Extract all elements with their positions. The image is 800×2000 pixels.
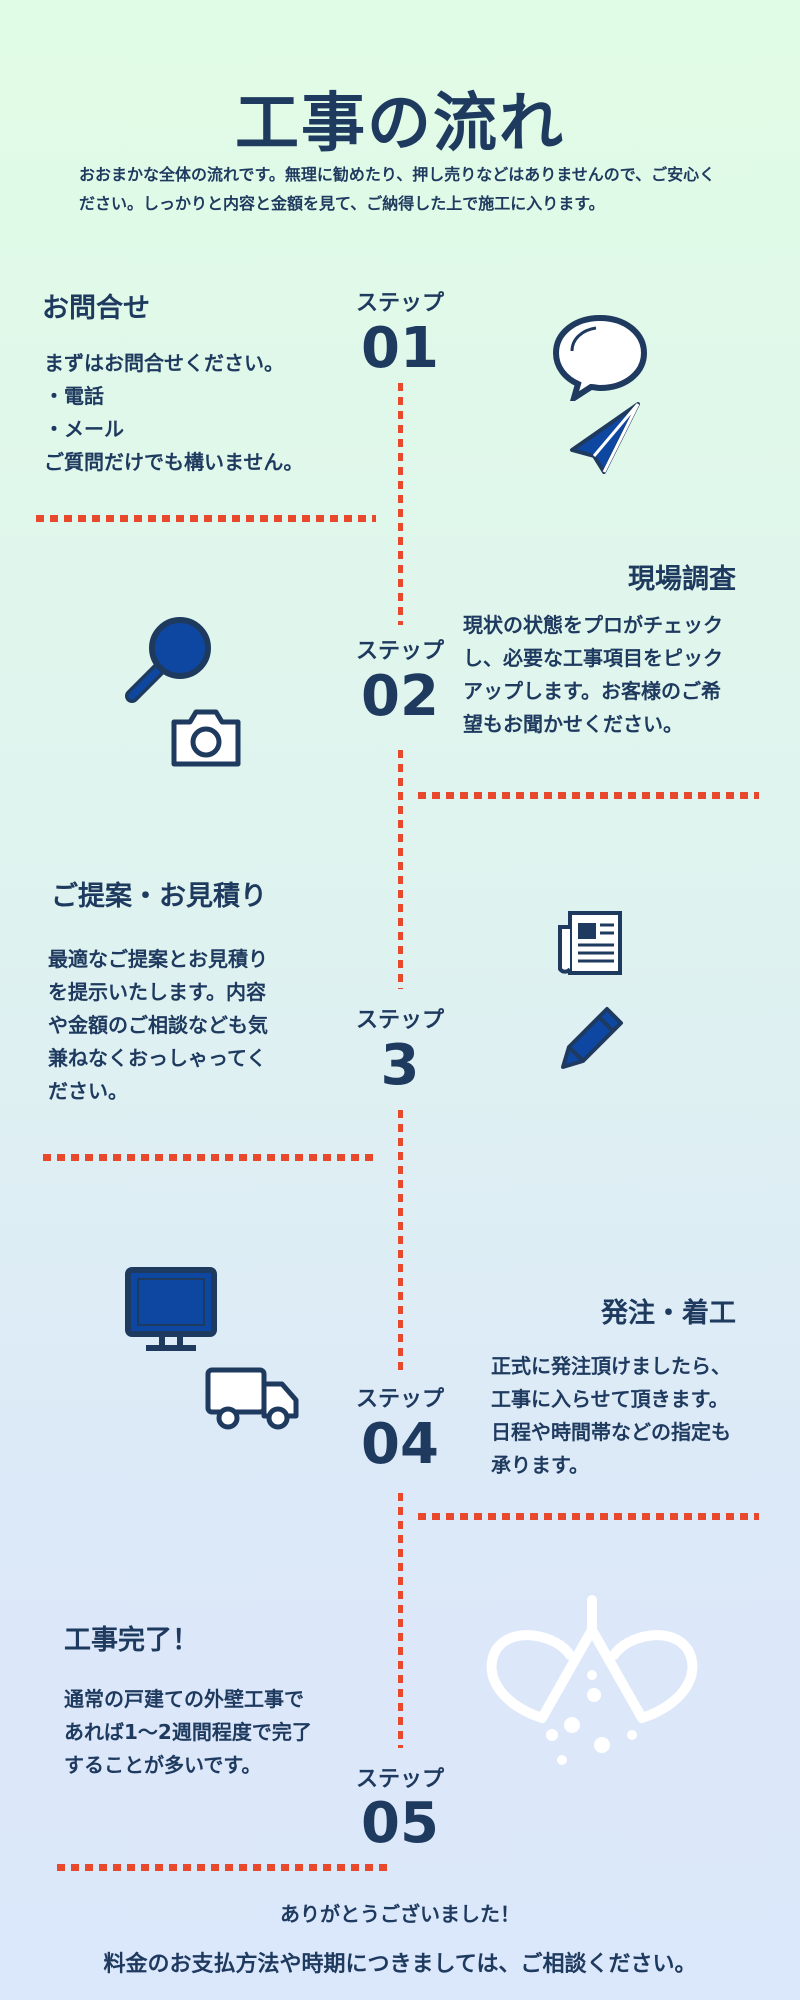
step5-heading: 工事完了！ (64, 1625, 199, 1656)
divider-dotted-line (36, 515, 376, 522)
step1-number: 01 (361, 316, 439, 381)
pencil-icon (561, 1007, 623, 1069)
step4-label: ステップ (355, 1387, 444, 1412)
timeline-dotted-line (398, 1110, 403, 1375)
text-line: することが多いです。 (64, 1753, 262, 1777)
step5-text: 通常の戸建ての外壁工事で あれば1〜2週間程度で完了 することが多いです。 (64, 1683, 312, 1782)
text-line: を提示いたします。内容 (48, 980, 266, 1004)
timeline-dotted-line (398, 750, 403, 989)
step3-label: ステップ (355, 1008, 444, 1033)
text-line: 工事に入らせて頂きます。 (491, 1387, 729, 1411)
payment-note: 料金のお支払方法や時期につきましては、ご相談ください。 (103, 1952, 697, 1977)
text-line: アップします。お客様のご希 (463, 679, 721, 703)
text-line: 通常の戸建ての外壁工事で (64, 1687, 304, 1711)
step2-number: 02 (361, 664, 439, 729)
divider-dotted-line (57, 1864, 389, 1871)
text-line: 正式に発注頂けましたら、 (491, 1354, 731, 1378)
step3-heading: ご提案・お見積り (51, 881, 267, 912)
speech-bubble-icon (552, 314, 648, 401)
step3-number: 3 (380, 1033, 420, 1098)
divider-dotted-line (418, 792, 759, 799)
broom-dustpan-icon (486, 1595, 698, 1765)
text-line: ださい。 (48, 1079, 128, 1103)
divider-dotted-line (43, 1154, 376, 1161)
step1-text: まずはお問合せください。 ・電話 ・メール ご質問だけでも構いません。 (44, 347, 303, 479)
step4-heading: 発注・着工 (601, 1298, 736, 1329)
step2-heading: 現場調査 (628, 564, 736, 595)
text-line: 兼ねなくおっしゃってく (48, 1046, 267, 1070)
step2-label: ステップ (355, 639, 444, 664)
text-line: 現状の状態をプロがチェック (463, 613, 723, 637)
step4-text: 正式に発注頂けましたら、 工事に入らせて頂きます。 日程や時間帯などの指定も 承… (491, 1350, 731, 1482)
text-line: まずはお問合せください。 (44, 351, 284, 375)
text-line: 承ります。 (491, 1453, 589, 1477)
magnifier-icon (125, 617, 211, 703)
intro-text: おおまかな全体の流れです。無理に勧めたり、押し売りなどはありませんので、ご安心く… (79, 165, 716, 213)
text-line: ・メール (44, 417, 124, 441)
text-line: ご質問だけでも構いません。 (44, 450, 304, 474)
step2-text: 現状の状態をプロがチェック し、必要な工事項目をピック アップします。お客様のご… (463, 609, 723, 741)
text-line: 日程や時間帯などの指定も (491, 1420, 731, 1444)
text-line: 望もお聞かせください。 (463, 712, 683, 736)
monitor-icon (125, 1267, 217, 1351)
step5-number: 05 (361, 1791, 439, 1856)
camera-icon (171, 709, 241, 767)
step1-label: ステップ (355, 291, 444, 316)
truck-icon (205, 1367, 299, 1430)
step5-label: ステップ (355, 1767, 444, 1792)
step3-text: 最適なご提案とお見積り を提示いたします。内容 や金額のご相談なども気 兼ねなく… (48, 943, 268, 1108)
step1-heading: お問合せ (42, 293, 150, 324)
timeline-dotted-line (398, 383, 403, 625)
thanks-text: ありがとうございました！ (280, 1902, 520, 1926)
text-line: 最適なご提案とお見積り (48, 947, 268, 971)
text-line: や金額のご相談なども気 (48, 1013, 268, 1037)
page-title: 工事の流れ (235, 87, 565, 161)
timeline-dotted-line (398, 1493, 403, 1748)
text-line: ・電話 (44, 384, 104, 408)
newspaper-icon (558, 911, 622, 975)
divider-dotted-line (418, 1513, 759, 1520)
paper-plane-icon (570, 402, 640, 474)
text-line: あれば1〜2週間程度で完了 (64, 1720, 312, 1744)
step4-number: 04 (361, 1412, 439, 1477)
text-line: し、必要な工事項目をピック (463, 646, 723, 670)
